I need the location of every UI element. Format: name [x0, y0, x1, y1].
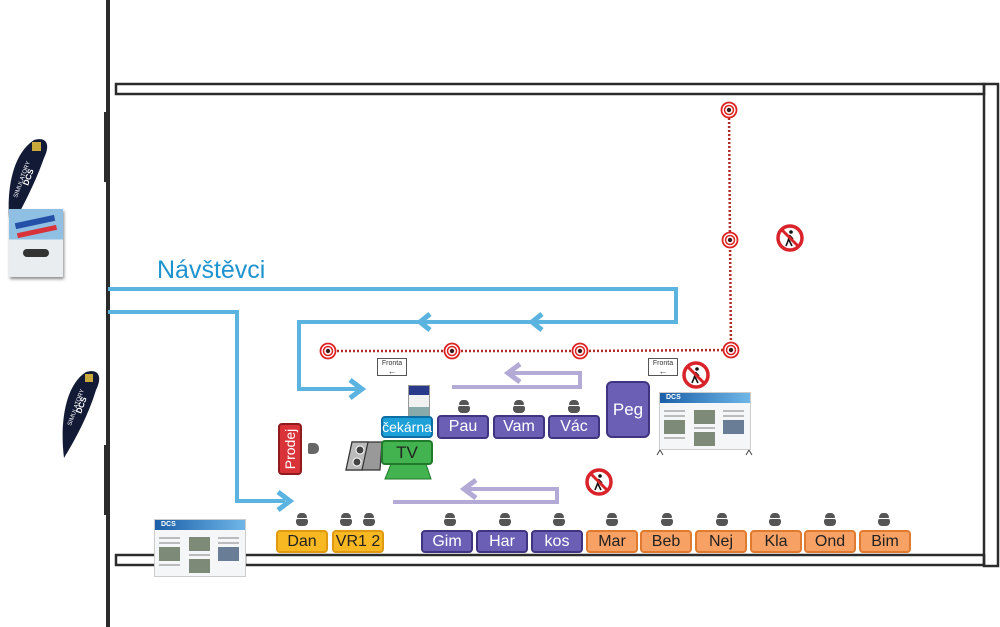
- seat-icon: [513, 400, 525, 413]
- bottom-wall-right: [243, 553, 986, 567]
- seat-icon: [499, 513, 511, 526]
- seat-icon: [824, 513, 836, 526]
- seat-icon: [661, 513, 673, 526]
- arrow-left-icon: ←: [658, 366, 668, 376]
- arrow-left-icon: ←: [387, 366, 397, 376]
- stanchion: [319, 342, 337, 360]
- poster-stand-legs: [656, 449, 753, 456]
- waiting-flyer: [408, 385, 430, 417]
- queue-path-upper-head: [503, 362, 522, 384]
- sales-label: Prodej: [282, 428, 298, 470]
- queue-sign-label: Fronta: [381, 360, 403, 367]
- feather-banner-shape: SIMULATORY DCS: [62, 371, 100, 458]
- station-har[interactable]: Har: [476, 530, 528, 553]
- stanchion: [722, 341, 740, 359]
- station-ond[interactable]: Ond: [804, 530, 856, 553]
- station-peg[interactable]: Peg: [606, 381, 650, 438]
- left-door-post-top: [104, 112, 110, 182]
- queue-path-lower: [393, 487, 559, 504]
- top-wall: [114, 82, 986, 96]
- seat-icon: [606, 513, 618, 526]
- right-wall: [982, 82, 1000, 568]
- stanchion: [720, 101, 738, 119]
- station-nej[interactable]: Nej: [695, 530, 747, 553]
- waiting-area[interactable]: čekárna: [381, 416, 433, 438]
- queue-path-lower-head: [459, 478, 478, 500]
- station-pau[interactable]: Pau: [437, 415, 489, 439]
- seat-icon: [458, 400, 470, 413]
- goggles-icon: [23, 249, 49, 257]
- stanchion: [571, 342, 589, 360]
- poster-header: DCS: [660, 393, 750, 403]
- tv-area[interactable]: TV: [381, 440, 433, 465]
- feather-banner: SIMULATORY DCS: [60, 368, 100, 460]
- poster-header: DCS: [155, 520, 245, 530]
- visitor-path-entry-lower: [108, 310, 285, 503]
- stanchion: [721, 231, 739, 249]
- seat-icon: [878, 513, 890, 526]
- station-kla[interactable]: Kla: [750, 530, 802, 553]
- seat-icon: [363, 513, 375, 526]
- station-vam[interactable]: Vam: [493, 415, 545, 439]
- station-kos[interactable]: kos: [531, 530, 583, 553]
- rope-barrier: [328, 109, 733, 353]
- queue-sign-label: Fronta: [652, 360, 674, 367]
- bottom-wall-left: [114, 553, 158, 567]
- stanchions: [319, 101, 740, 360]
- direction-chevron-2: [527, 312, 544, 332]
- seat-icon: [340, 513, 352, 526]
- stanchion: [443, 342, 461, 360]
- left-door-post-bottom: [104, 445, 110, 515]
- visitor-path-arrowhead-upper: [348, 378, 367, 400]
- cashier-seat-icon: [308, 443, 319, 454]
- station-vr12[interactable]: VR1 2: [332, 530, 384, 553]
- station-dan[interactable]: Dan: [276, 530, 328, 553]
- visitor-path-arrowhead-lower: [276, 490, 295, 512]
- info-poster: DCS: [659, 392, 751, 450]
- sales-desk[interactable]: Prodej: [278, 423, 302, 475]
- queue-sign: Fronta ←: [648, 358, 678, 376]
- no-entry-sign-icon: [776, 224, 804, 252]
- visitors-label: Návštěvci: [157, 256, 266, 284]
- speaker-icon: [345, 441, 383, 471]
- station-vac[interactable]: Vác: [548, 415, 600, 439]
- seat-icon: [769, 513, 781, 526]
- visitor-path-entry-upper: [108, 287, 678, 391]
- seat-icon: [716, 513, 728, 526]
- promo-poster: [9, 209, 63, 277]
- station-mar[interactable]: Mar: [586, 530, 638, 553]
- station-gim[interactable]: Gim: [421, 530, 473, 553]
- no-entry-sign-icon: [585, 468, 613, 496]
- station-bim[interactable]: Bim: [859, 530, 911, 553]
- tv-stand: [384, 463, 432, 480]
- info-poster: DCS: [154, 519, 246, 577]
- queue-path-upper: [452, 371, 582, 389]
- seat-icon: [568, 400, 580, 413]
- station-beb[interactable]: Beb: [640, 530, 692, 553]
- queue-sign: Fronta ←: [377, 358, 407, 376]
- seat-icon: [296, 513, 308, 526]
- seat-icon: [553, 513, 565, 526]
- direction-chevron-1: [415, 312, 432, 332]
- feather-banner: SIMULATORY DCS: [4, 136, 48, 232]
- no-entry-sign-icon: [682, 361, 710, 389]
- feather-banner-shape: SIMULATORY DCS: [8, 139, 48, 230]
- seat-icon: [444, 513, 456, 526]
